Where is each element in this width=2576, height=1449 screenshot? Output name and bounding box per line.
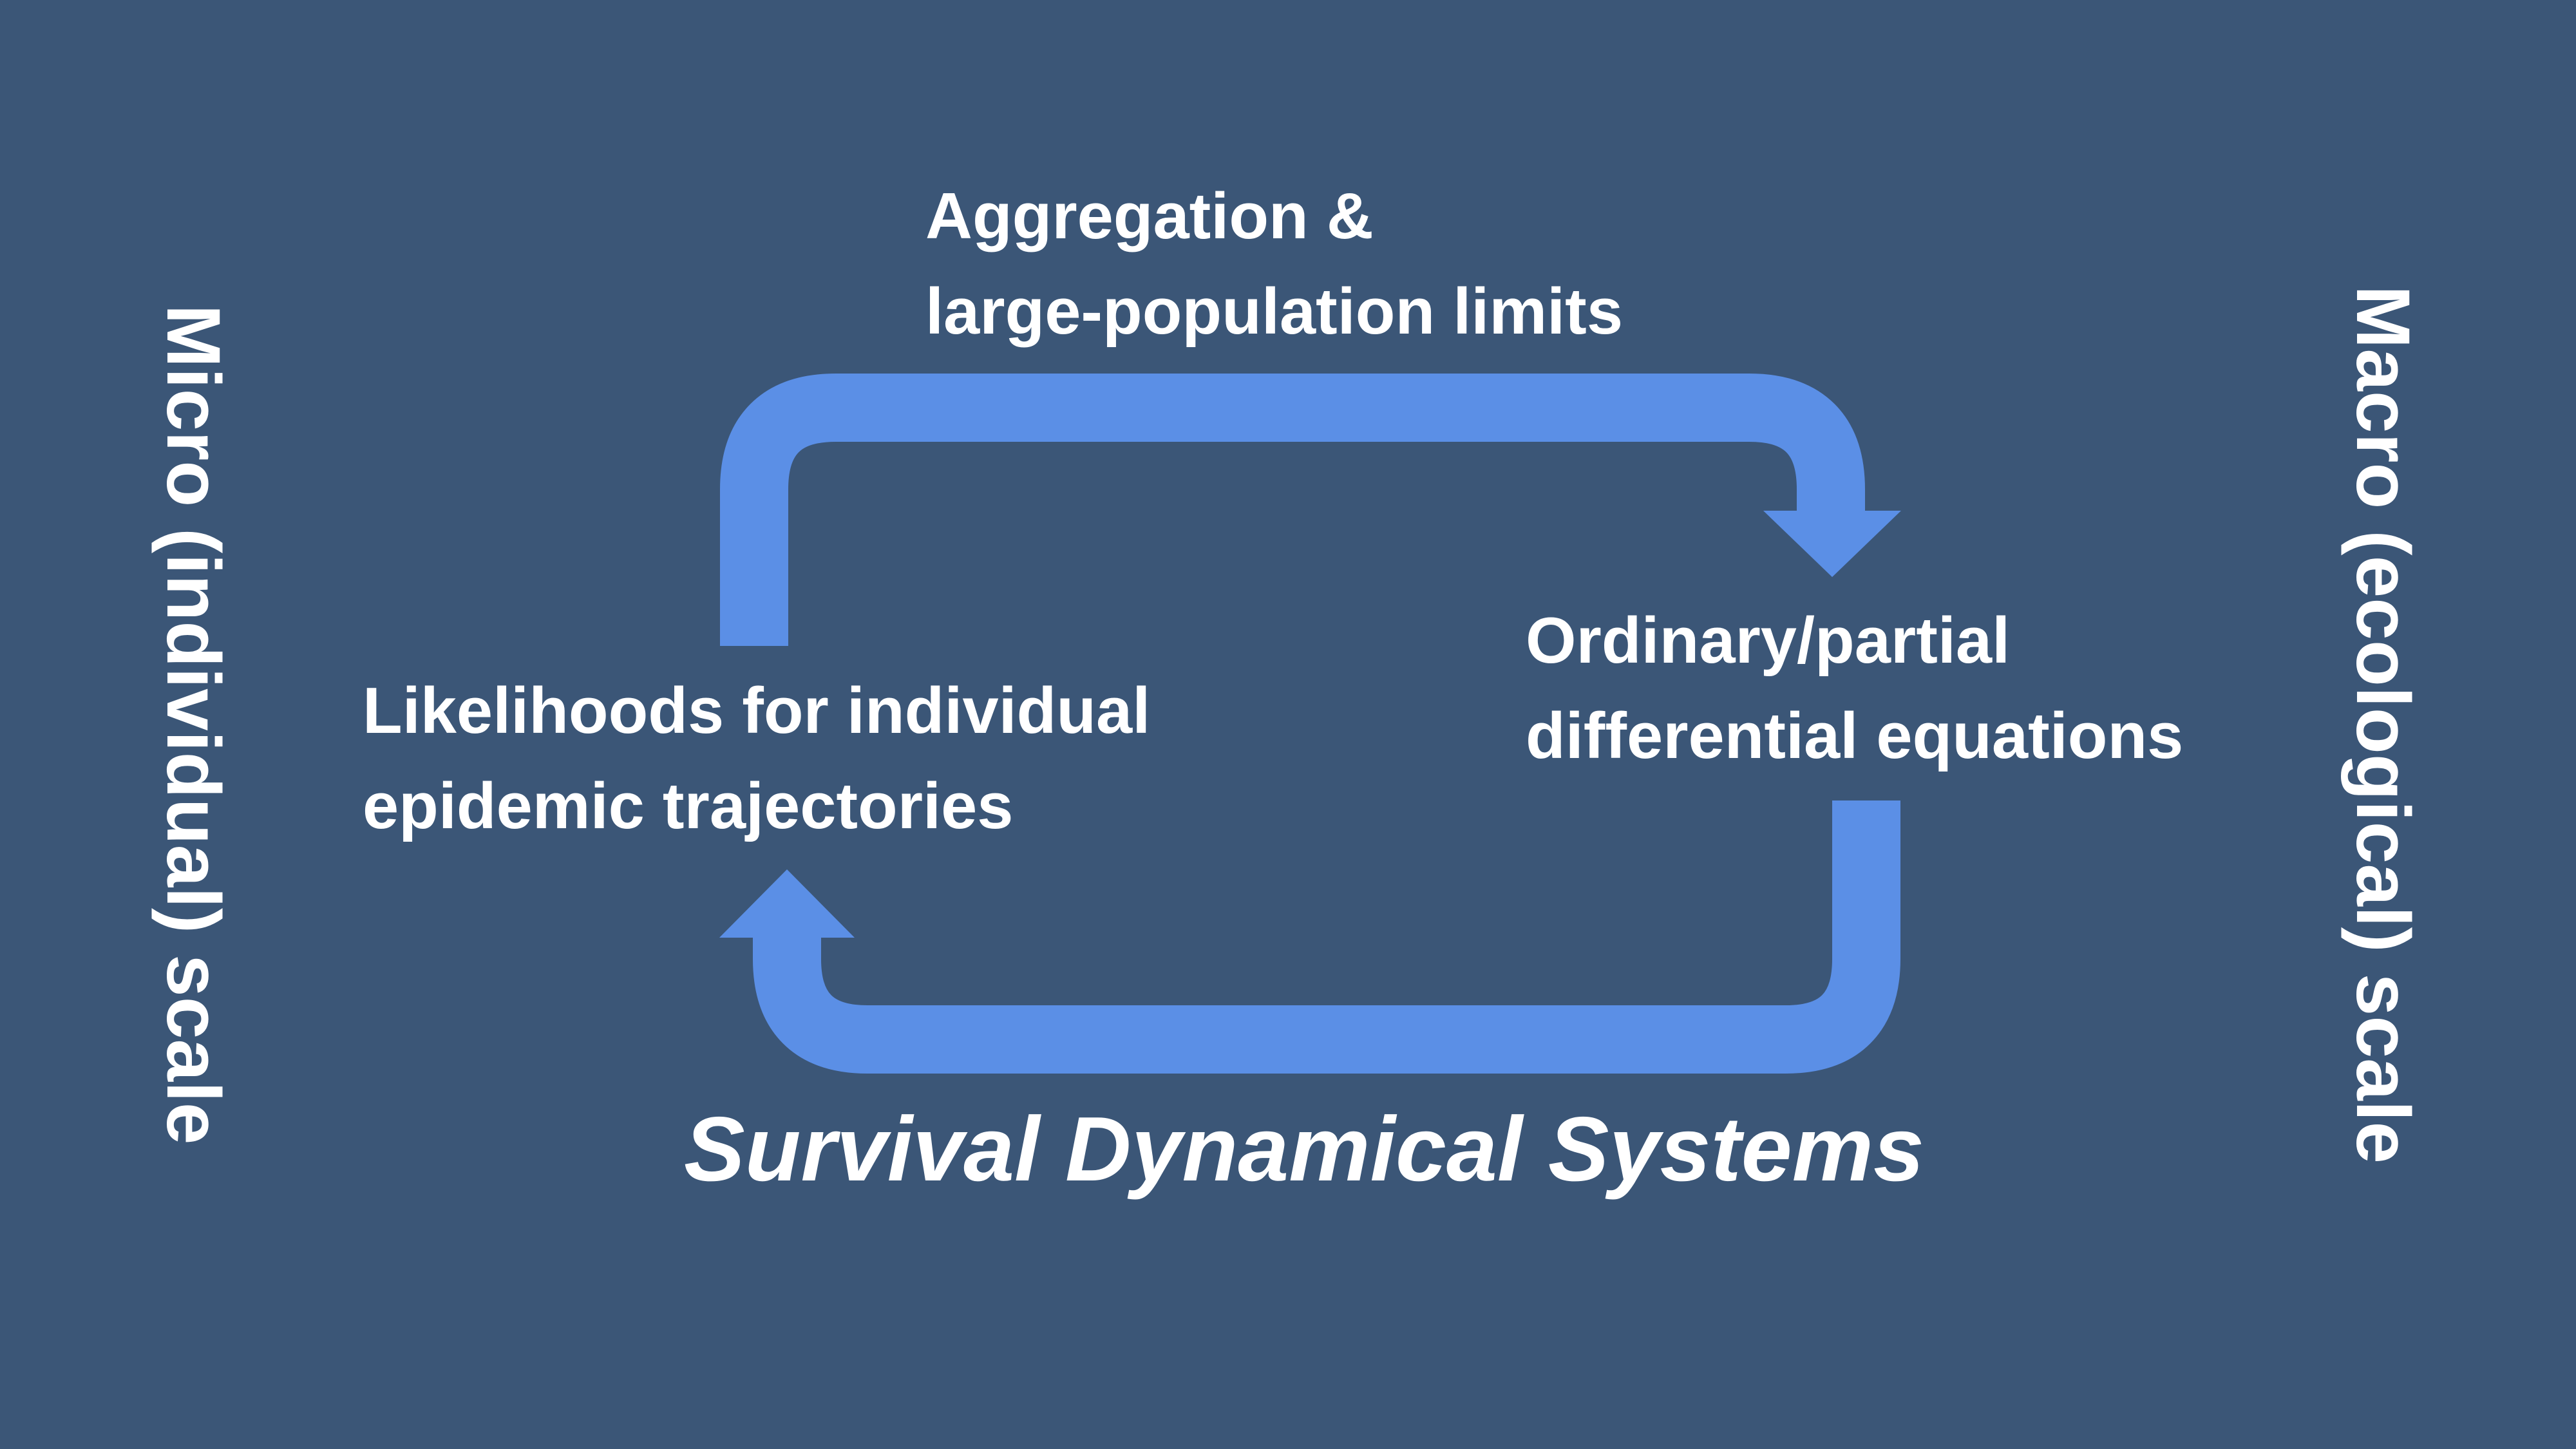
equations-line-1: Ordinary/partial [1526, 605, 2011, 677]
macro-scale-label: Macro (ecological) scale [2340, 285, 2425, 1164]
likelihoods-line-2: epidemic trajectories [363, 770, 1014, 842]
micro-scale-label: Micro (individual) scale [151, 304, 236, 1145]
likelihoods-line-1: Likelihoods for individual [363, 675, 1151, 747]
aggregation-line-2: large-population limits [925, 276, 1623, 348]
aggregation-line-1: Aggregation & [925, 180, 1374, 252]
upper-arrow-head [1763, 511, 1901, 577]
equations-label: Ordinary/partial differential equations [1526, 593, 2183, 784]
survival-dynamical-systems-title: Survival Dynamical Systems [684, 1098, 1924, 1200]
likelihoods-label: Likelihoods for individual epidemic traj… [363, 663, 1150, 854]
aggregation-label: Aggregation & large-population limits [925, 169, 1623, 359]
lower-arrow-head [719, 869, 855, 938]
equations-line-2: differential equations [1526, 700, 2184, 772]
upper-arrow-shaft [720, 374, 1865, 646]
lower-arrow-shaft [753, 800, 1900, 1074]
